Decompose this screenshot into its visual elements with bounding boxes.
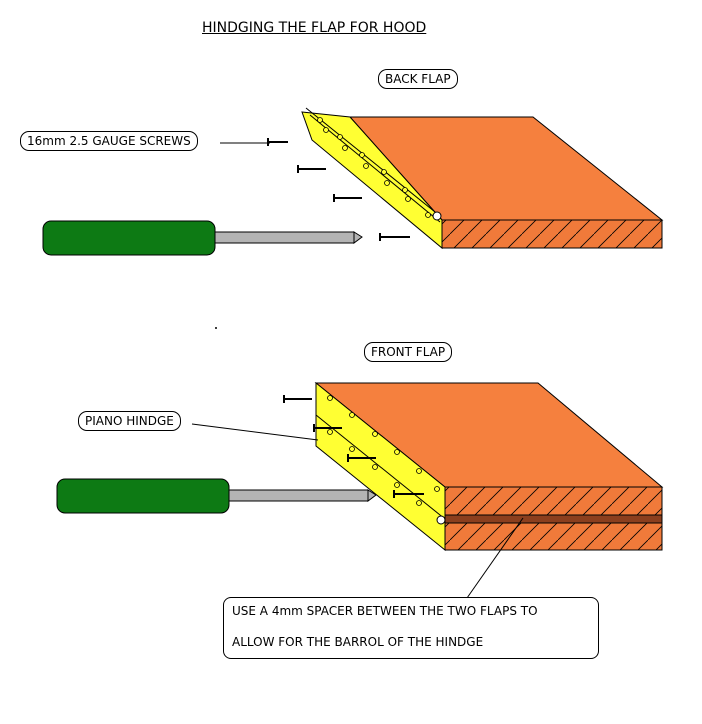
back-piano-hinge: [301, 107, 443, 250]
stray-dot: [215, 327, 217, 329]
back-screwdriver: [42, 220, 363, 256]
front-piano-hinge: [315, 381, 446, 552]
hinge-leader-line: [191, 423, 319, 441]
front-flap-board: [314, 382, 664, 551]
back-screws: [267, 138, 410, 241]
diagram-title: HINDGING THE FLAP FOR HOOD: [202, 20, 427, 36]
screws-label: 16mm 2.5 GAUGE SCREWS: [20, 131, 198, 151]
spacer-note-box: USE A 4mm SPACER BETWEEN THE TWO FLAPS T…: [223, 597, 599, 659]
back-flap-board: [348, 116, 664, 249]
piano-hinge-label: PIANO HINDGE: [78, 411, 181, 431]
front-screwdriver: [56, 478, 377, 514]
back-flap-label: BACK FLAP: [378, 69, 458, 89]
spacer-leader-line: [466, 517, 524, 599]
note-line-1: USE A 4mm SPACER BETWEEN THE TWO FLAPS T…: [232, 604, 538, 618]
front-screws: [283, 395, 424, 498]
front-flap-label: FRONT FLAP: [364, 342, 453, 362]
note-line-2: ALLOW FOR THE BARROL OF THE HINDGE: [232, 635, 484, 649]
